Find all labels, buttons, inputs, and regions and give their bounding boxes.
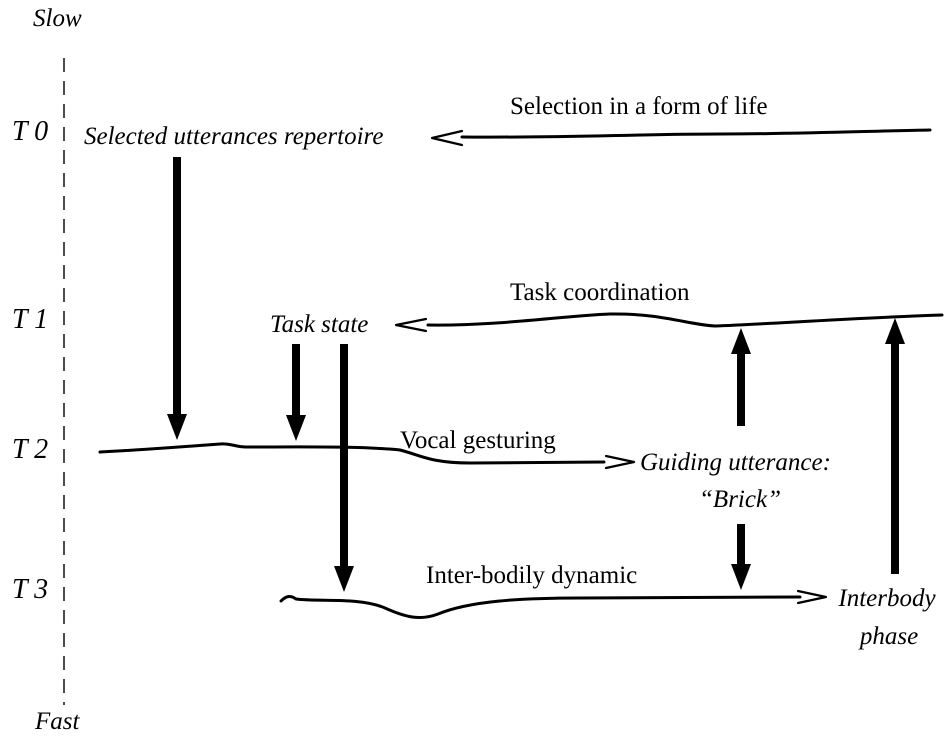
level-label-t2: T 2 — [12, 434, 49, 465]
task-coordination-line — [426, 312, 944, 328]
guiding-up-arrowhead — [731, 328, 751, 354]
task-coordination-label: Task coordination — [510, 279, 690, 306]
selection-process-line — [460, 128, 932, 139]
task-state-label: Task state — [270, 311, 369, 338]
vocal-gesturing-label: Vocal gesturing — [400, 427, 556, 454]
level-label-t3: T 3 — [12, 574, 49, 605]
axis-top-label: Slow — [33, 5, 82, 32]
interbody-label-line1: Interbody — [838, 585, 936, 612]
inter-bodily-label: Inter-bodily dynamic — [426, 562, 638, 589]
task-state-to-interbodily-arrowhead — [334, 566, 354, 592]
inter-bodily-line — [279, 595, 802, 620]
level-label-t1: T 1 — [12, 304, 49, 335]
interbody-up-arrowhead — [885, 318, 905, 344]
task-coordination-open-arrowhead — [394, 317, 428, 333]
guiding-utterance-word: “Brick” — [699, 486, 781, 513]
task-state-to-vocal-arrowhead — [286, 415, 306, 441]
vocal-gesturing-open-arrowhead — [604, 454, 636, 470]
repertoire-label: Selected utterances repertoire — [84, 123, 384, 150]
repertoire-down-arrowhead — [167, 414, 187, 440]
guiding-utterance-label: Guiding utterance: — [640, 449, 831, 476]
inter-bodily-open-arrowhead — [796, 589, 828, 605]
axis-bottom-label: Fast — [35, 708, 80, 735]
selection-process-label: Selection in a form of life — [510, 93, 768, 120]
level-label-t0: T 0 — [12, 116, 49, 147]
interbody-label-line2: phase — [859, 623, 919, 650]
selection-open-arrowhead — [430, 129, 464, 147]
guiding-down-arrowhead — [731, 564, 751, 590]
